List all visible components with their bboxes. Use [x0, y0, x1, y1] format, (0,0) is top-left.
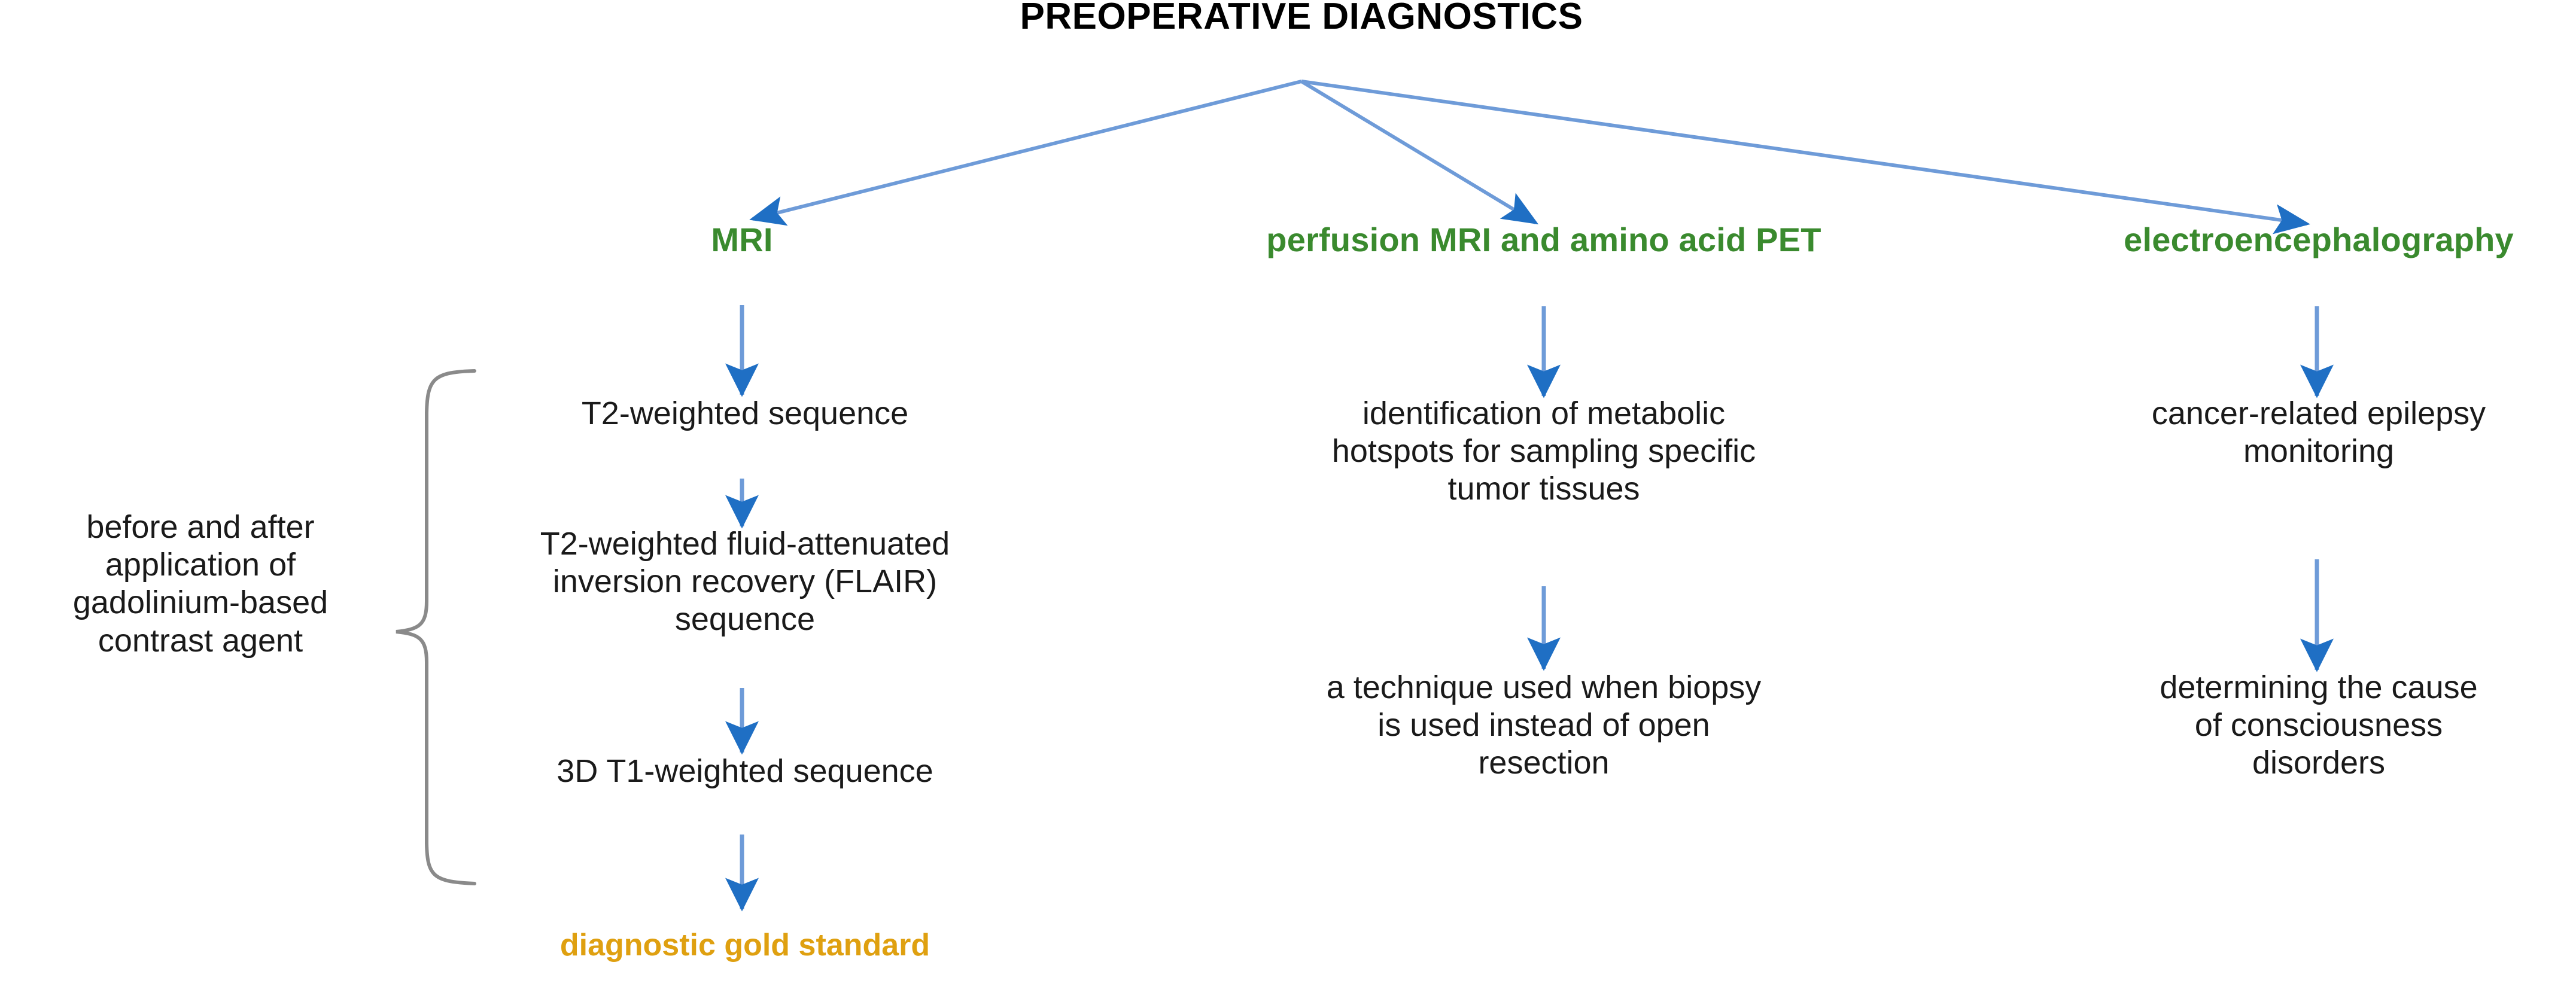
branch-heading-perfusion-mri-pet: perfusion MRI and amino acid PET [1266, 221, 1821, 258]
mri-step-2: T2-weighted fluid-attenuated inversion r… [540, 526, 950, 638]
arrow-title-to-mri [749, 80, 1302, 226]
arrow-title-to-eeg [1301, 80, 2310, 234]
perfusion-step-1: identification of metabolic hotspots for… [1331, 395, 1756, 507]
branch-heading-mri: MRI [711, 221, 773, 258]
perfusion-step-2: a technique used when biopsy is used ins… [1326, 669, 1762, 781]
mri-step-1: T2-weighted sequence [581, 395, 909, 431]
page-title: PREOPERATIVE DIAGNOSTICS [1020, 0, 1583, 37]
eeg-step-2: determining the cause of consciousness d… [2160, 669, 2478, 781]
mri-contrast-annotation: before and after application of gadolini… [72, 509, 329, 659]
branch-heading-eeg: electroencephalography [2124, 221, 2514, 258]
eeg-step-1: cancer-related epilepsy monitoring [2151, 395, 2486, 470]
mri-step-3: 3D T1-weighted sequence [556, 753, 933, 789]
mri-conclusion-gold-standard: diagnostic gold standard [559, 928, 930, 963]
arrow-title-to-perfusion [1300, 80, 1539, 225]
